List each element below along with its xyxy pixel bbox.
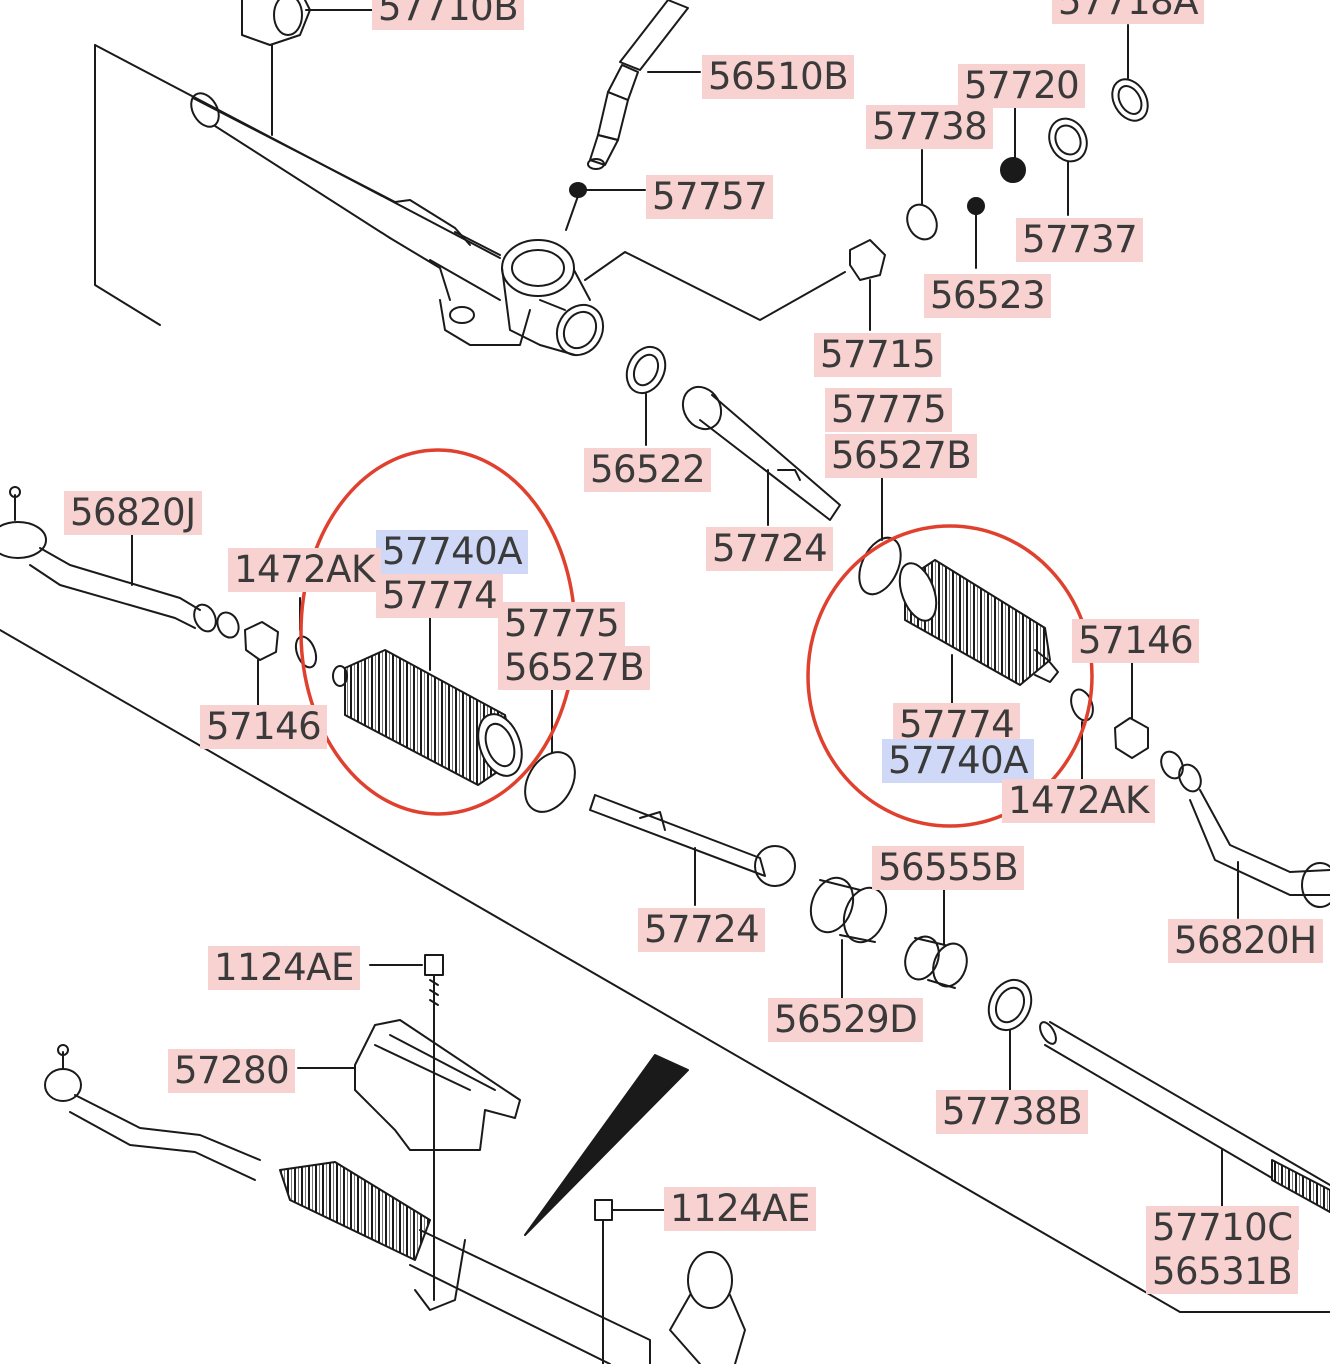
tube-57710C [1039,1021,1330,1213]
tie-rod-end-56820H [1160,750,1330,919]
label-1124AE-upper: 1124AE [208,946,360,990]
plug-57715 [849,239,886,331]
label-57280: 57280 [168,1049,296,1093]
label-56529D: 56529D [768,998,924,1042]
inner-tie-rod-57724-upper [681,385,841,526]
label-56531B: 56531B [1146,1250,1299,1294]
cap-57737 [1048,117,1088,216]
sleeve-56529D [809,876,888,999]
highlight-circle-right [806,524,1094,828]
label-57720: 57720 [958,64,1086,108]
tie-rod-end-56820J [0,486,240,639]
upper-frame-line [94,44,161,326]
label-56555B: 56555B [872,846,1025,890]
nut-57757 [565,182,646,231]
label-57738B: 57738B [936,1090,1089,1134]
tie-rod-57710B [241,0,373,136]
clip-1472AK-left [294,597,318,669]
label-57774-left: 57774 [376,574,504,618]
nut-57146-left [244,621,279,706]
valve-56510B [587,0,701,170]
label-57775-left: 57775 [498,602,626,646]
label-57146-left: 57146 [200,705,328,749]
label-57724-upper: 57724 [706,527,834,571]
label-56527B-left: 56527B [498,646,651,690]
bracket-57280 [297,1019,521,1151]
label-57737: 57737 [1016,218,1144,262]
label-57775-upper: 57775 [825,388,953,432]
direction-wedge [524,1054,689,1236]
seal-56522 [625,345,667,446]
label-1472AK-left: 1472AK [228,548,381,592]
boot-57774-left [332,617,523,786]
bolt-1124AE-upper [369,954,444,1301]
ring-57738 [906,149,938,241]
label-1472AK-right: 1472AK [1002,779,1155,823]
label-56510B: 56510B [702,55,855,99]
label-56523: 56523 [924,274,1052,318]
label-57740A-right: 57740A [882,739,1035,783]
label-57146-right: 57146 [1072,619,1200,663]
seal-57738B [987,978,1033,1091]
rack-assembly-lower [44,1044,746,1364]
rack-housing-upper [190,92,846,357]
boot-57774-right [858,477,1059,706]
clamp-56527B-left [524,689,576,813]
label-57715: 57715 [814,333,942,377]
label-56522: 56522 [584,448,712,492]
nut-57146-right [1114,661,1149,759]
label-56820H: 56820H [1168,919,1323,963]
label-57738: 57738 [866,105,994,149]
label-56820J: 56820J [64,491,202,535]
ball-56523 [967,197,985,269]
lower-frame-diagonal [0,629,1330,1313]
label-57718A: 57718A [1052,0,1205,24]
ring-57718A [1111,24,1149,122]
label-57757: 57757 [646,175,774,219]
bushing-56555B [904,889,968,989]
label-57710B: 57710B [372,0,525,30]
bolt-1124AE-lower [594,1199,666,1364]
inner-tie-rod-57724-lower [589,794,796,906]
label-57710C: 57710C [1146,1206,1299,1250]
label-57740A-left: 57740A [376,530,529,574]
ball-57720 [1000,107,1026,183]
label-57724-lower: 57724 [638,908,766,952]
label-1124AE-lower: 1124AE [664,1187,816,1231]
label-56527B-upper: 56527B [825,434,978,478]
